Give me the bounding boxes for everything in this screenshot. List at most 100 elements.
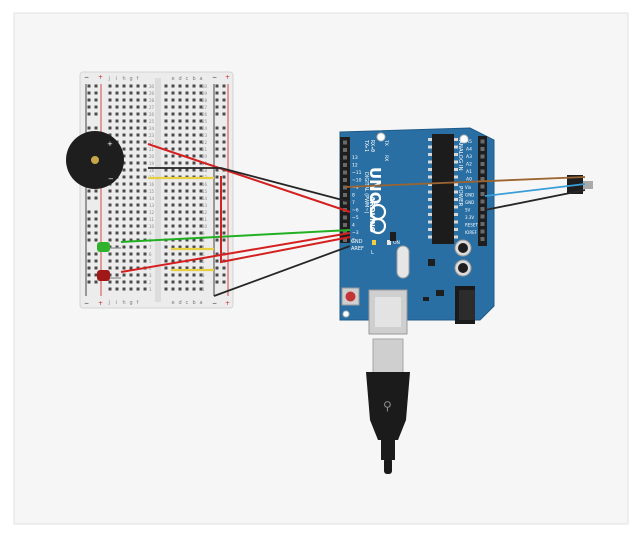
breadboard-rail-hole[interactable] [222, 189, 226, 193]
breadboard-rail-hole[interactable] [87, 266, 91, 270]
breadboard-hole[interactable] [143, 140, 147, 144]
breadboard-hole[interactable] [129, 154, 133, 158]
breadboard-hole[interactable] [178, 182, 182, 186]
breadboard-hole[interactable] [185, 182, 189, 186]
breadboard-rail-hole[interactable] [94, 266, 98, 270]
digital-pin-hole[interactable] [343, 140, 347, 145]
breadboard-hole[interactable] [129, 168, 133, 172]
breadboard-hole[interactable] [108, 280, 112, 284]
breadboard-hole[interactable] [192, 238, 196, 242]
breadboard-hole[interactable] [164, 147, 168, 151]
breadboard-hole[interactable] [122, 287, 126, 291]
breadboard-hole[interactable] [185, 91, 189, 95]
breadboard-hole[interactable] [185, 252, 189, 256]
breadboard-hole[interactable] [164, 287, 168, 291]
breadboard-hole[interactable] [171, 91, 175, 95]
breadboard-hole[interactable] [164, 203, 168, 207]
breadboard-hole[interactable] [164, 217, 168, 221]
breadboard-hole[interactable] [185, 147, 189, 151]
breadboard-rail-hole[interactable] [222, 238, 226, 242]
breadboard-rail-hole[interactable] [94, 126, 98, 130]
breadboard-rail-hole[interactable] [215, 266, 219, 270]
breadboard-hole[interactable] [192, 105, 196, 109]
breadboard-hole[interactable] [192, 189, 196, 193]
digital-pin-hole[interactable] [343, 163, 347, 167]
breadboard-hole[interactable] [199, 126, 203, 130]
breadboard-hole[interactable] [199, 287, 203, 291]
breadboard-hole[interactable] [164, 161, 168, 165]
breadboard-hole[interactable] [185, 231, 189, 235]
breadboard-hole[interactable] [199, 161, 203, 165]
breadboard-rail-hole[interactable] [222, 210, 226, 214]
breadboard-hole[interactable] [185, 210, 189, 214]
breadboard-hole[interactable] [178, 147, 182, 151]
power-analog-pin-hole[interactable] [480, 184, 485, 189]
breadboard-hole[interactable] [164, 154, 168, 158]
breadboard-hole[interactable] [129, 161, 133, 165]
breadboard-hole[interactable] [122, 175, 126, 179]
breadboard-hole[interactable] [136, 119, 140, 123]
breadboard-hole[interactable] [171, 203, 175, 207]
breadboard-hole[interactable] [199, 154, 203, 158]
breadboard-hole[interactable] [178, 161, 182, 165]
breadboard-hole[interactable] [136, 182, 140, 186]
breadboard-hole[interactable] [199, 245, 203, 249]
breadboard-hole[interactable] [136, 147, 140, 151]
breadboard-rail-hole[interactable] [94, 217, 98, 221]
breadboard-hole[interactable] [199, 112, 203, 116]
digital-pin-hole[interactable] [343, 223, 347, 227]
breadboard-hole[interactable] [115, 245, 119, 249]
breadboard-hole[interactable] [129, 147, 133, 151]
breadboard-hole[interactable] [171, 231, 175, 235]
breadboard-rail-hole[interactable] [222, 84, 226, 88]
breadboard-rail-hole[interactable] [215, 182, 219, 186]
breadboard-hole[interactable] [122, 217, 126, 221]
breadboard-hole[interactable] [143, 196, 147, 200]
breadboard-hole[interactable] [136, 98, 140, 102]
breadboard-hole[interactable] [122, 133, 126, 137]
breadboard-hole[interactable] [115, 91, 119, 95]
breadboard-hole[interactable] [178, 84, 182, 88]
power-analog-pin-hole[interactable] [480, 192, 485, 196]
breadboard-hole[interactable] [199, 182, 203, 186]
breadboard-hole[interactable] [199, 133, 203, 137]
breadboard-hole[interactable] [171, 119, 175, 123]
breadboard-rail-hole[interactable] [87, 217, 91, 221]
breadboard-hole[interactable] [122, 203, 126, 207]
breadboard-hole[interactable] [199, 238, 203, 242]
breadboard-rail-hole[interactable] [222, 231, 226, 235]
breadboard-hole[interactable] [129, 224, 133, 228]
breadboard-hole[interactable] [122, 98, 126, 102]
breadboard-hole[interactable] [143, 119, 147, 123]
breadboard-hole[interactable] [199, 231, 203, 235]
breadboard-hole[interactable] [192, 273, 196, 277]
breadboard-hole[interactable] [192, 112, 196, 116]
breadboard-hole[interactable] [192, 259, 196, 263]
breadboard-hole[interactable] [164, 266, 168, 270]
breadboard-hole[interactable] [185, 105, 189, 109]
breadboard-hole[interactable] [122, 182, 126, 186]
breadboard-hole[interactable] [192, 252, 196, 256]
breadboard-hole[interactable] [171, 182, 175, 186]
digital-pin-hole[interactable] [343, 178, 347, 182]
breadboard-hole[interactable] [108, 210, 112, 214]
breadboard-rail-hole[interactable] [94, 280, 98, 284]
breadboard-hole[interactable] [164, 231, 168, 235]
breadboard-hole[interactable] [164, 105, 168, 109]
breadboard-rail-hole[interactable] [215, 168, 219, 172]
breadboard-hole[interactable] [171, 196, 175, 200]
breadboard-hole[interactable] [171, 252, 175, 256]
breadboard-hole[interactable] [122, 112, 126, 116]
breadboard-hole[interactable] [129, 112, 133, 116]
breadboard-hole[interactable] [108, 238, 112, 242]
breadboard-hole[interactable] [164, 112, 168, 116]
breadboard-hole[interactable] [122, 161, 126, 165]
breadboard-hole[interactable] [122, 196, 126, 200]
breadboard-rail-hole[interactable] [94, 273, 98, 277]
breadboard-hole[interactable] [143, 91, 147, 95]
breadboard-hole[interactable] [171, 245, 175, 249]
breadboard-rail-hole[interactable] [215, 133, 219, 137]
breadboard-rail-hole[interactable] [215, 189, 219, 193]
green-led[interactable] [97, 242, 121, 252]
breadboard-hole[interactable] [108, 126, 112, 130]
